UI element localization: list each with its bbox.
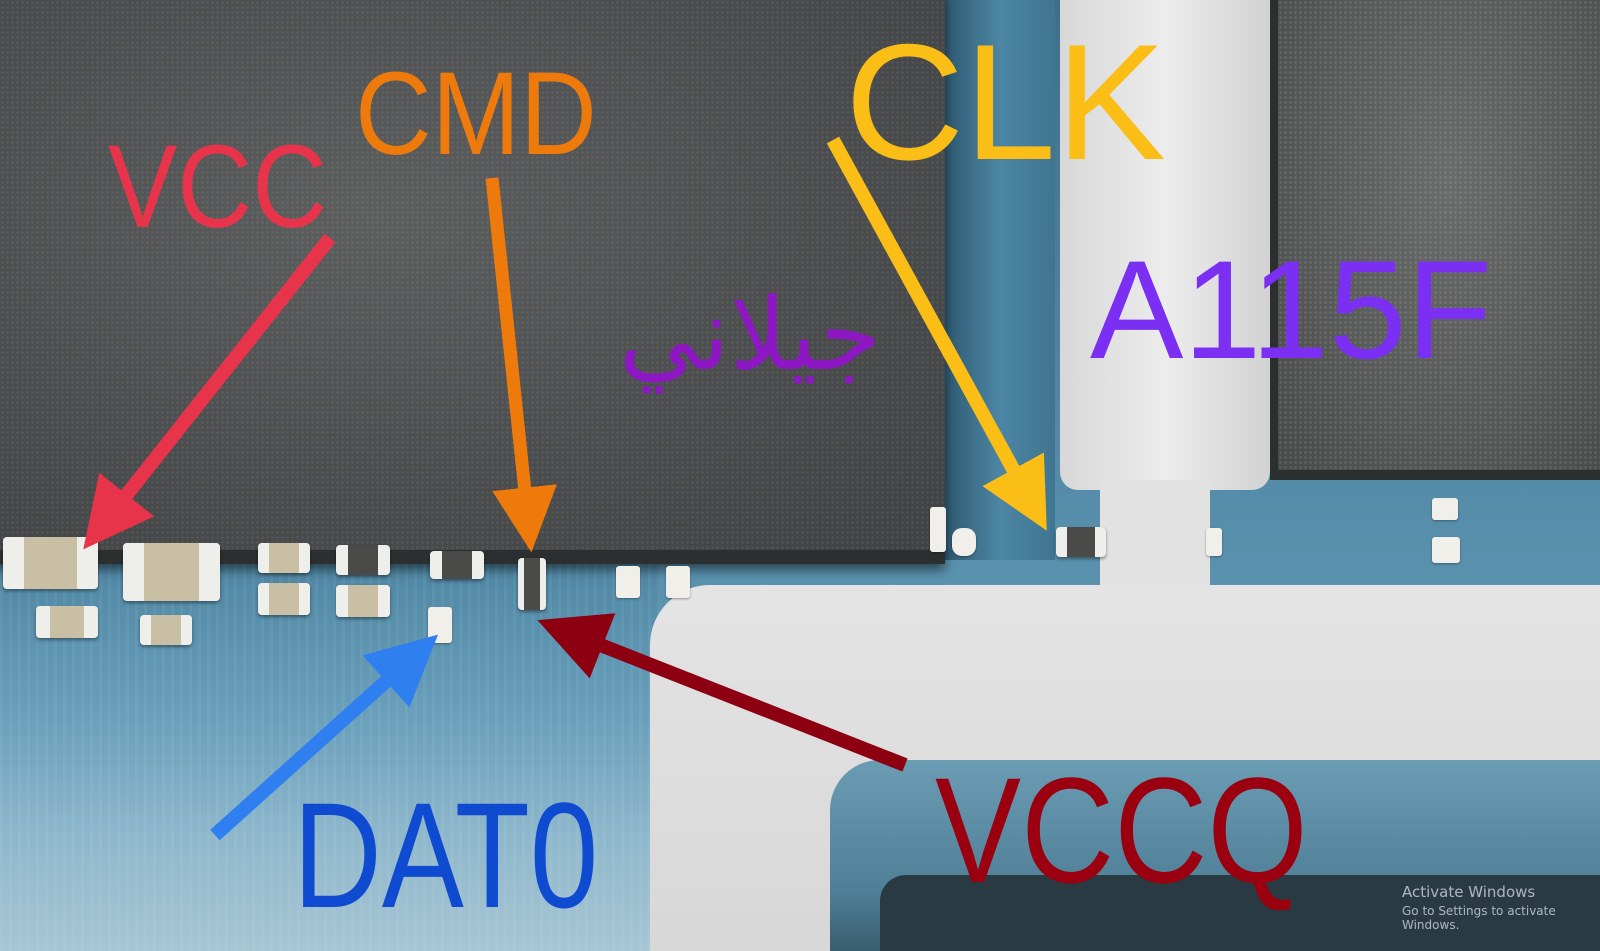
shield-cutout-inner <box>880 875 1600 951</box>
shield-frame-top <box>1060 0 1270 490</box>
resistor <box>336 545 390 575</box>
capacitor <box>258 583 310 615</box>
label-author: جيلاني <box>618 276 882 393</box>
capacitor <box>140 615 192 645</box>
cmd-resistor <box>518 558 547 610</box>
pad <box>616 566 640 598</box>
watermark-title: Activate Windows <box>1402 883 1536 901</box>
capacitor <box>258 543 310 573</box>
label-cmd: CMD <box>355 48 597 180</box>
pad <box>930 507 946 552</box>
pad <box>1432 498 1458 520</box>
capacitor <box>123 543 220 601</box>
label-vcc: VCC <box>108 121 328 253</box>
resistor <box>430 551 484 579</box>
clk-arrow-icon <box>826 136 1047 531</box>
cmd-arrow-icon <box>485 177 557 553</box>
pad <box>952 528 976 556</box>
activate-windows-watermark: Activate Windows Go to Settings to activ… <box>1402 883 1600 932</box>
capacitor <box>36 606 98 638</box>
shield-frame-neck <box>1100 480 1210 600</box>
pad <box>666 566 690 598</box>
label-vccq: VCCQ <box>935 746 1308 914</box>
label-clk: CLK <box>845 10 1166 194</box>
capacitor <box>3 537 98 589</box>
label-dat0: DAT0 <box>293 771 599 939</box>
label-model: A115F <box>1090 231 1493 388</box>
dat0-arrow-icon <box>210 634 439 841</box>
capacitor <box>336 585 390 617</box>
pad <box>1206 528 1222 556</box>
pad <box>1432 537 1460 563</box>
clk-resistor <box>1056 527 1106 557</box>
cpu-chip <box>1270 0 1600 480</box>
vcc-arrow-icon <box>83 233 336 550</box>
watermark-subtitle: Go to Settings to activate Windows. <box>1402 904 1556 932</box>
vccq-arrow-icon <box>537 613 908 772</box>
